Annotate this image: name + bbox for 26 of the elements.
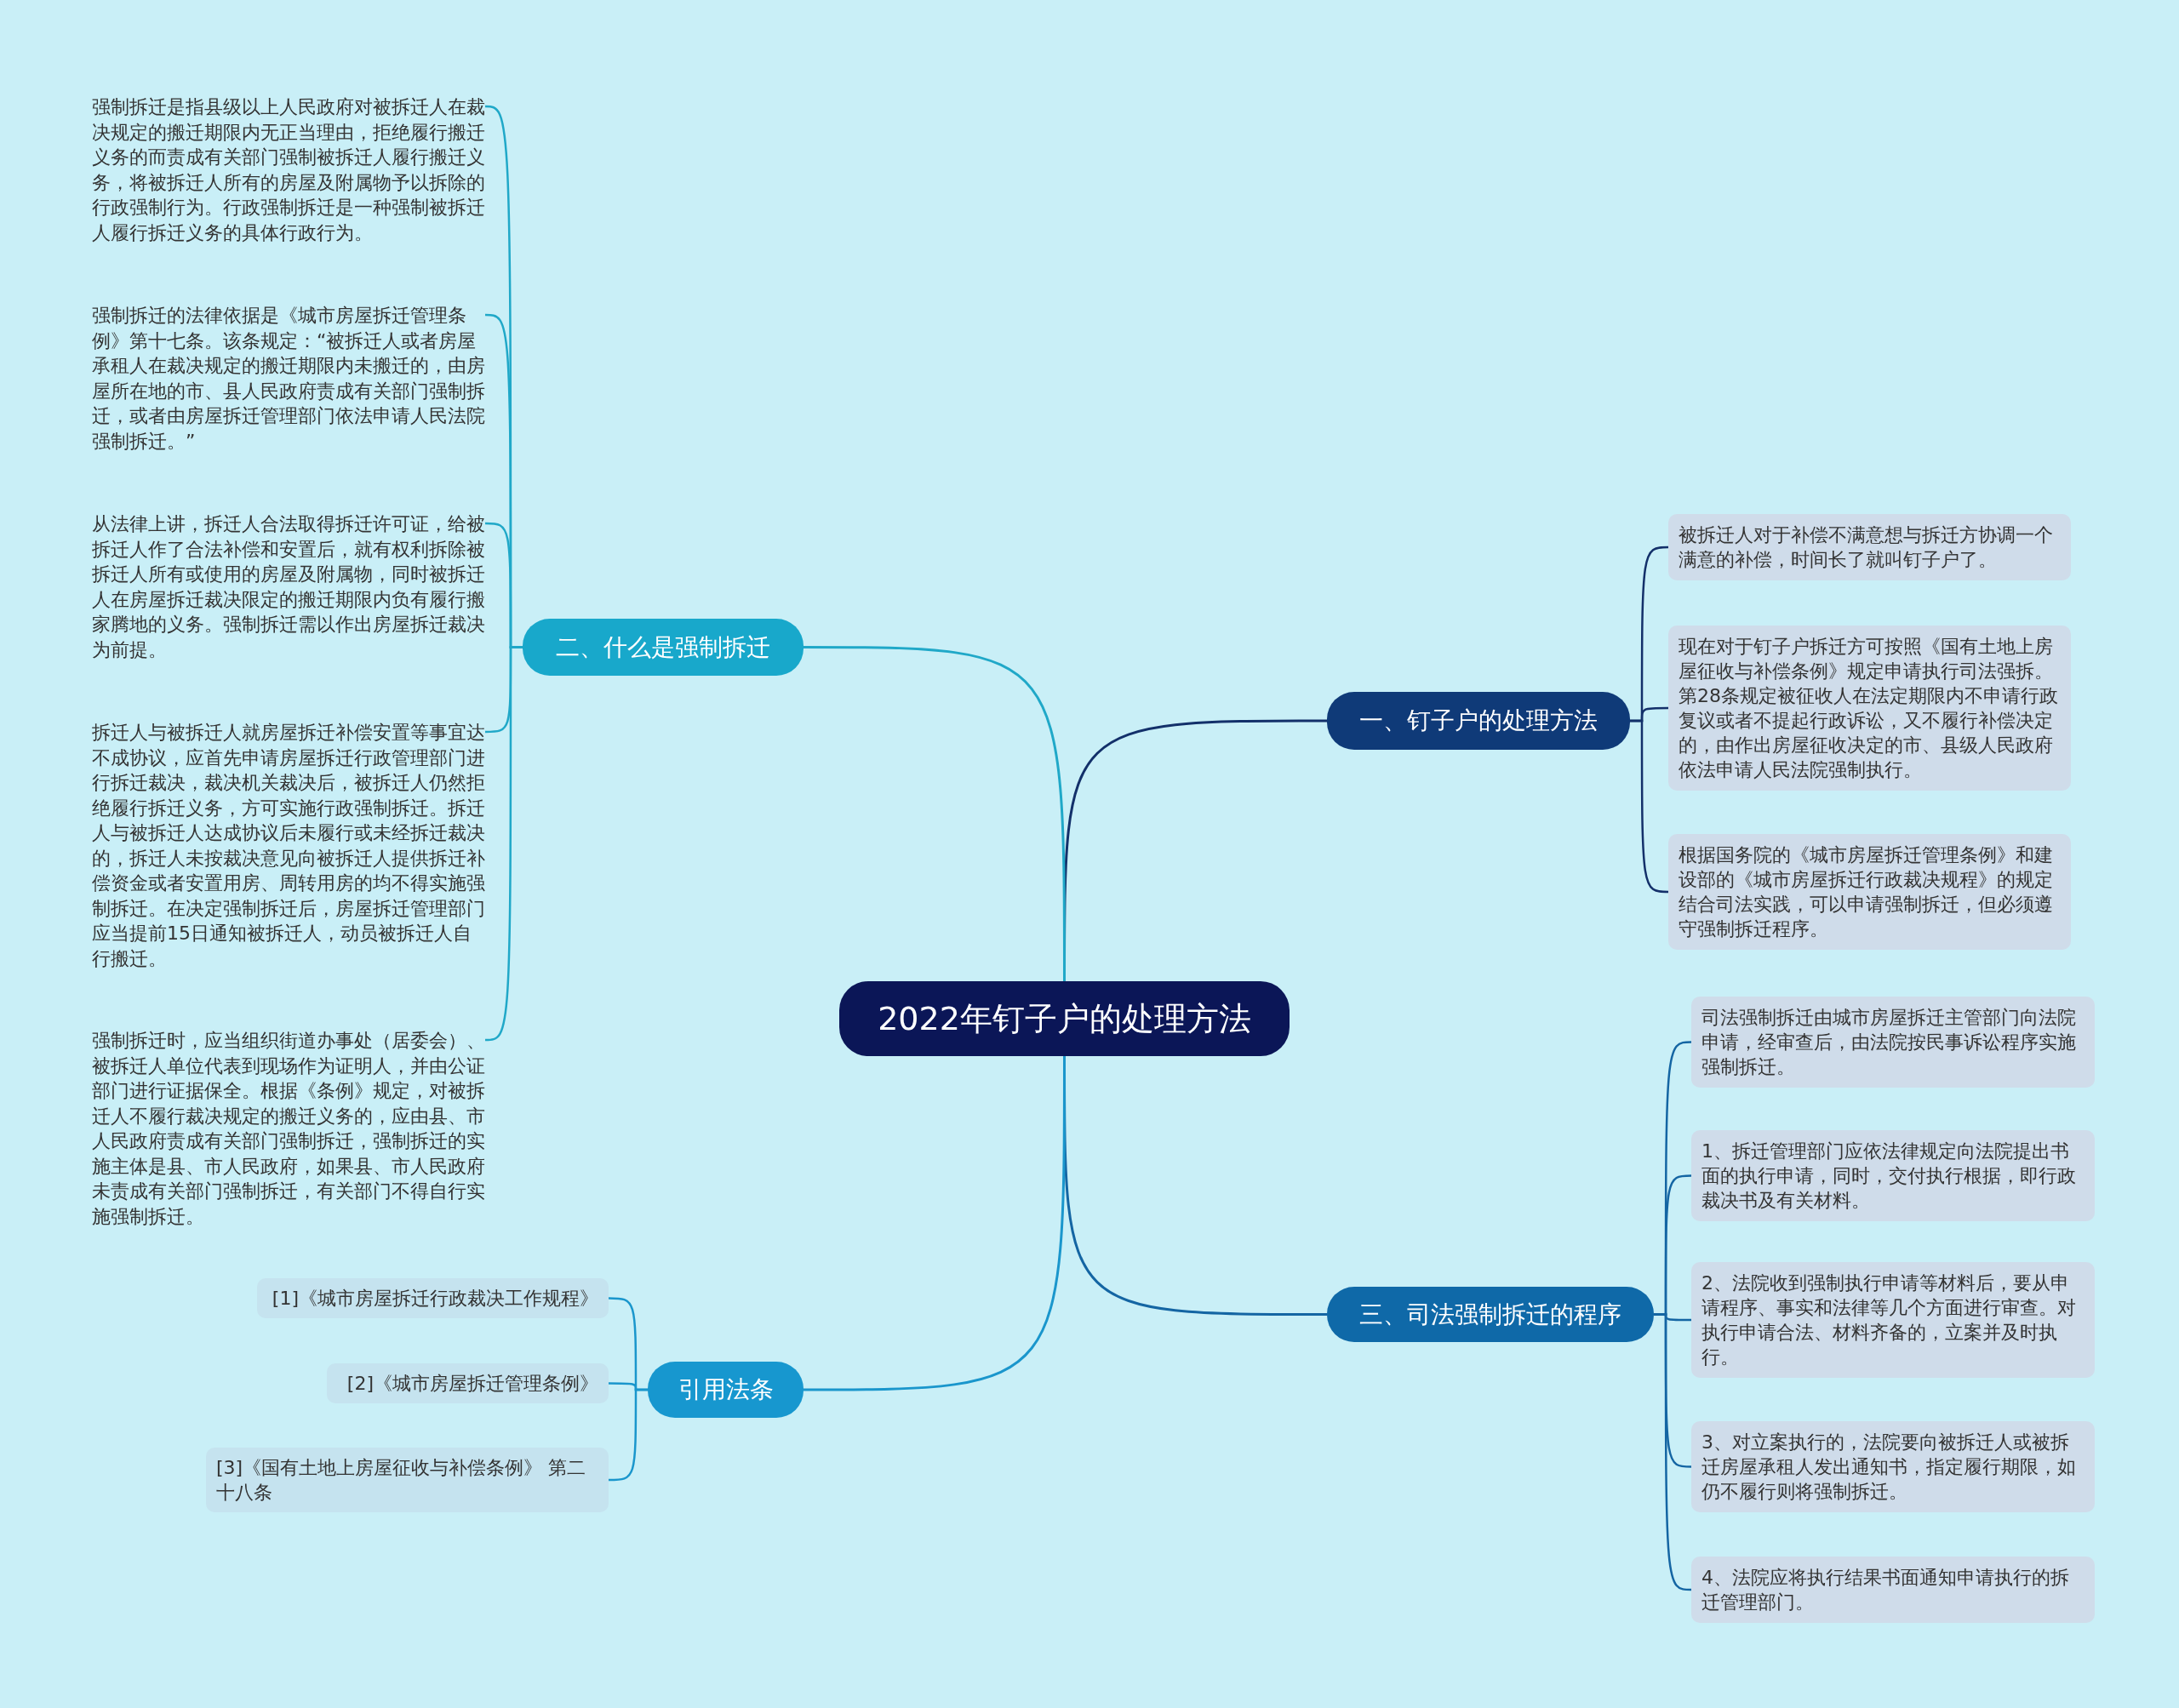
subtopic-text: 强制拆迁的法律依据是《城市房屋拆迁管理条例》第十七条。该条规定：“被拆迁人或者房屋承租人在裁决规定的搬迁期限内未搬迁的，由房屋所在地的市、县人民政府责成有关部门强制拆迁，或者由房屋拆迁管理部门依法申请人民法院强制拆迁。” [92, 303, 485, 454]
connector-line [804, 1056, 1066, 1391]
branch-topic: 三、司法强制拆迁的程序 [1327, 1287, 1654, 1342]
subtopic-card: 1、拆迁管理部门应依法律规定向法院提出书面的执行申请，同时，交付执行根据，即行政裁决书及有关材料。 [1691, 1130, 2095, 1221]
reference-card: [3]《国有土地上房屋征收与补偿条例》 第二十八条 [206, 1448, 609, 1512]
reference-card: [1]《城市房屋拆迁行政裁决工作规程》 [257, 1278, 609, 1318]
branch-topic: 引用法条 [648, 1362, 804, 1418]
subtopic-card: 司法强制拆迁由城市房屋拆迁主管部门向法院申请，经审查后，由法院按民事诉讼程序实施强制拆迁。 [1691, 997, 2095, 1088]
connector-line [484, 646, 523, 1042]
subtopic-card: 根据国务院的《城市房屋拆迁管理条例》和建设部的《城市房屋拆迁行政裁决规程》的规定结合司法实践，可以申请强制拆迁，但必须遵守强制拆迁程序。 [1668, 834, 2071, 950]
subtopic-text: 从法律上讲，拆迁人合法取得拆迁许可证，给被拆迁人作了合法补偿和安置后，就有权利拆除被拆迁人所有或使用的房屋及附属物，同时被拆迁人在房屋拆迁裁决限定的搬迁期限内负有履行搬家腾地的义务。强制拆迁需以作出房屋拆迁裁决为前提。 [92, 511, 485, 662]
connector-line [804, 646, 1066, 981]
subtopic-card: 被拆迁人对于补偿不满意想与拆迁方协调一个满意的补偿，时间长了就叫钉子户了。 [1668, 514, 2071, 580]
subtopic-text: 强制拆迁时，应当组织街道办事处（居委会）、被拆迁人单位代表到现场作为证明人，并由公证部门进行证据保全。根据《条例》规定，对被拆迁人不履行裁决规定的搬迁义务的，应由县、市人民政府责成有关部门强制拆迁，强制拆迁的实施主体是县、市人民政府，如果县、市人民政府未责成有关部门强制拆迁，有关部门不得自行实施强制拆迁。 [92, 1028, 485, 1229]
subtopic-card: 现在对于钉子户拆迁方可按照《国有土地上房屋征收与补偿条例》规定申请执行司法强拆。第28条规定被征收人在法定期限内不申请行政复议或者不提起行政诉讼，又不履行补偿决定的，由作出房屋征收决定的市、县级人民政府依法申请人民法院强制执行。 [1668, 626, 2071, 791]
branch-topic: 二、什么是强制拆迁 [523, 619, 804, 676]
connector-line [1630, 719, 1669, 894]
branch-topic: 一、钉子户的处理方法 [1327, 692, 1630, 750]
reference-card: [2]《城市房屋拆迁管理条例》 [327, 1363, 609, 1403]
subtopic-card: 4、法院应将执行结果书面通知申请执行的拆迁管理部门。 [1691, 1557, 2095, 1623]
subtopic-text: 拆迁人与被拆迁人就房屋拆迁补偿安置等事宜达不成协议，应首先申请房屋拆迁行政管理部门进行拆迁裁决，裁决机关裁决后，被拆迁人仍然拒绝履行拆迁义务，方可实施行政强制拆迁。拆迁人与被拆迁人达成协议后未履行或未经拆迁裁决的，拆迁人未按裁决意见向被拆迁人提供拆迁补偿资金或者安置用房、周转用房的均不得实施强制拆迁。在决定强制拆迁后，房屋拆迁管理部门应当提前15日通知被拆迁人，动员被拆迁人自行搬迁。 [92, 720, 485, 971]
connector-line [1654, 1313, 1692, 1591]
subtopic-text: 强制拆迁是指县级以上人民政府对被拆迁人在裁决规定的搬迁期限内无正当理由，拒绝履行搬迁义务的而责成有关部门强制被拆迁人履行搬迁义务，将被拆迁人所有的房屋及附属物予以拆除的行政强制行为。行政强制拆迁是一种强制被拆迁人履行拆迁义务的具体行政行为。 [92, 94, 485, 245]
subtopic-card: 3、对立案执行的，法院要向被拆迁人或被拆迁房屋承租人发出通知书，指定履行期限，如仍不履行则将强制拆迁。 [1691, 1421, 2095, 1512]
central-topic: 2022年钉子户的处理方法 [839, 981, 1290, 1056]
subtopic-card: 2、法院收到强制执行申请等材料后，要从申请程序、事实和法律等几个方面进行审查。对执行申请合法、材料齐备的，立案并及时执行。 [1691, 1262, 2095, 1378]
